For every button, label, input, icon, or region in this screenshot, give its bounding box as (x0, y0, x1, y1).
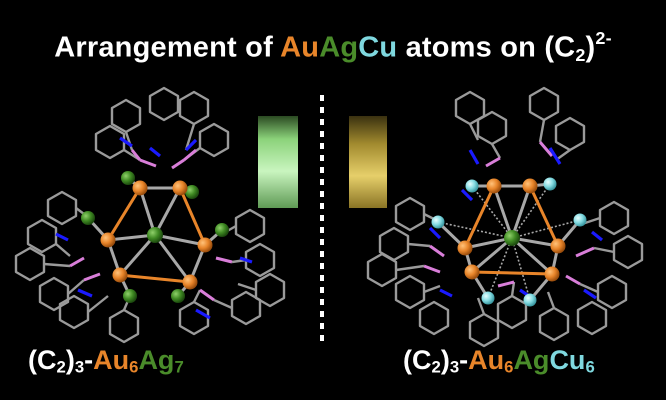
left-phosphorus (69, 148, 233, 302)
right-atoms (431, 177, 587, 307)
figure-title: Arrangement of AuAgCu atoms on (C2)2- (0, 28, 666, 66)
left-gold-bonds (106, 187, 207, 284)
title-cu: Cu (358, 31, 398, 64)
left-nitrogen (55, 136, 253, 320)
left-label-au: Au (93, 345, 130, 375)
right-nitrogen (428, 147, 603, 300)
left-label-sub1: 2 (56, 357, 66, 377)
title-mid: atoms on (C (397, 31, 576, 64)
right-cluster (366, 86, 644, 348)
title-close: ) (585, 31, 596, 64)
vial-yellow (349, 116, 387, 208)
right-label-au: Au (468, 345, 505, 375)
left-label-sub2: 3 (74, 357, 85, 377)
left-cluster (14, 86, 286, 344)
left-atoms (81, 171, 229, 303)
title-prefix: Arrangement of (54, 31, 281, 64)
right-gold-bonds (463, 185, 560, 276)
right-label-au-count: 6 (504, 357, 514, 377)
vial-green (258, 116, 298, 208)
left-label-ag-count: 7 (174, 357, 184, 377)
right-label-dash: - (459, 345, 469, 375)
title-sup: 2- (595, 28, 612, 48)
right-phosphorus (423, 141, 595, 288)
right-label-sub2: 3 (449, 357, 460, 377)
title-sub: 2 (575, 45, 586, 66)
left-label-close: ) (65, 345, 75, 375)
right-label-close: ) (440, 345, 450, 375)
right-label-sub1: 2 (431, 357, 441, 377)
left-formula-label: (C2)3-Au6Ag7 (28, 345, 184, 377)
left-label-ag: Ag (138, 345, 175, 375)
right-label-cu: Cu (549, 345, 586, 375)
right-label-ag: Ag (513, 345, 550, 375)
title-ag: Ag (319, 31, 359, 64)
title-au: Au (280, 31, 320, 64)
right-formula-label: (C2)3-Au6AgCu6 (403, 345, 595, 377)
left-label-dash: - (84, 345, 94, 375)
right-label-open: (C (403, 345, 432, 375)
left-label-au-count: 6 (129, 357, 139, 377)
right-label-cu-count: 6 (585, 357, 595, 377)
left-label-open: (C (28, 345, 57, 375)
